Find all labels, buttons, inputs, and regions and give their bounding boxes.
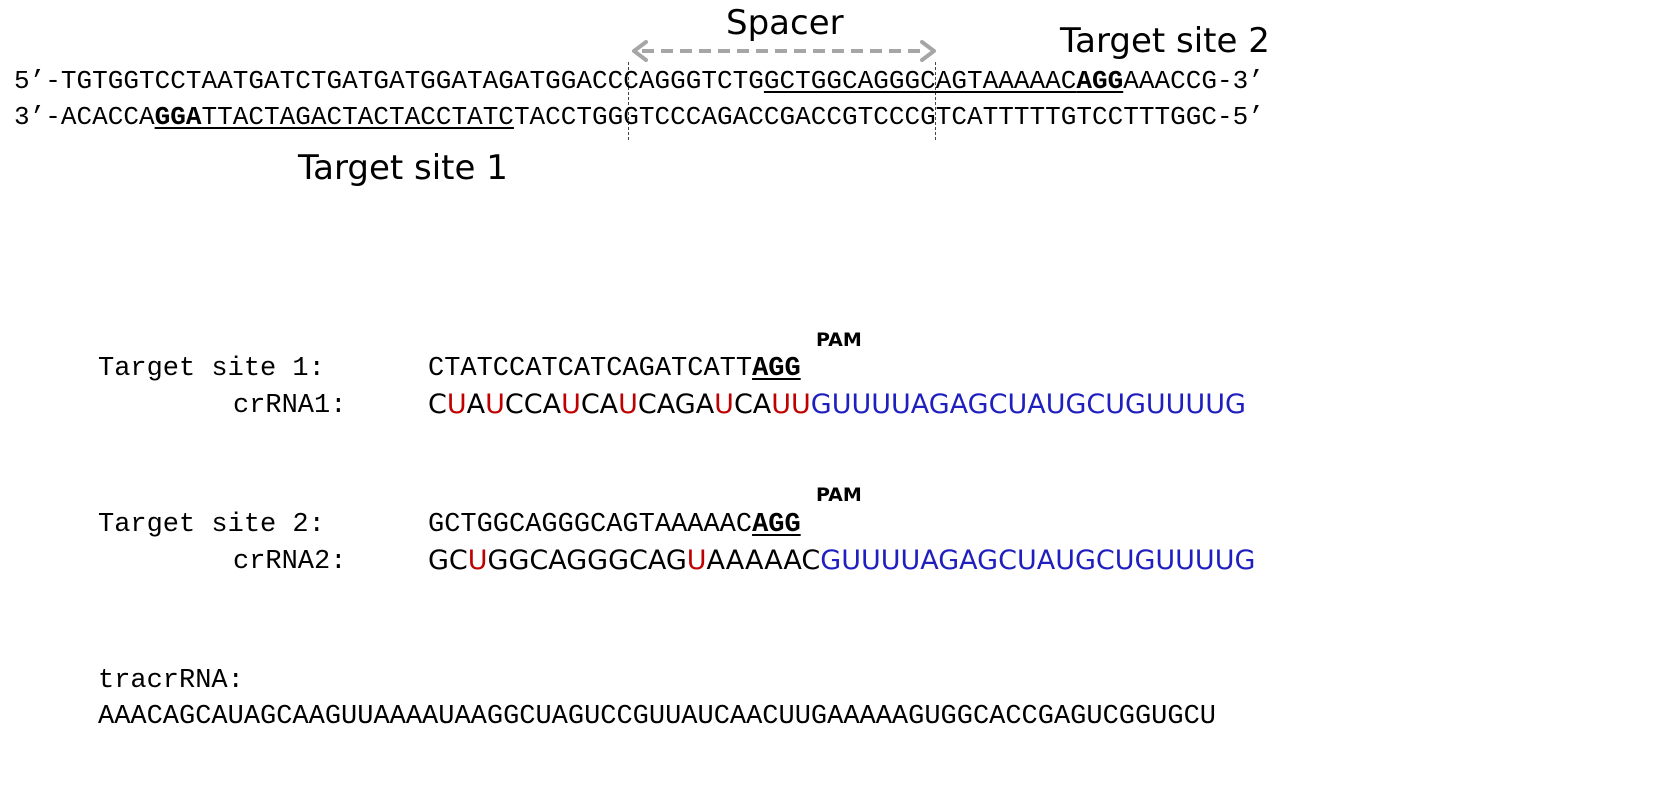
crrna2-segment-base: GC	[428, 545, 468, 576]
target-site-1-row: Target site 1:	[98, 356, 325, 383]
crrna2-segment-base: GGCAGGGCAG	[487, 545, 687, 576]
bottom-site1: GGATTACTAGACTACTACCTATC	[154, 102, 514, 132]
spacer-left-boundary	[628, 62, 629, 140]
crrna1-segment-mismatch-u: U	[561, 389, 581, 420]
top-site2: GCTGGCAGGGCAGTAAAAACAGG	[763, 66, 1124, 96]
pam-label-1: PAM	[816, 329, 862, 351]
tracrrna-label: tracrRNA:	[98, 666, 244, 696]
crrna1-label: crRNA1:	[233, 391, 347, 421]
spacer-label: Spacer	[726, 3, 844, 43]
top-spacer: ATGGACCCAGGGTCTG	[513, 66, 764, 96]
crrna1-segment-base: CAGA	[637, 389, 715, 420]
bottom-suffix: CGACCGTCCCGTCATTTTTGTCCTTTGGC-5’	[763, 102, 1264, 132]
target-site-1-pam: AGG	[752, 354, 801, 384]
crrna1-segment-base: CA	[580, 389, 619, 420]
target-site-2-row-label: Target site 2:	[98, 510, 325, 540]
crrna1-segment-base: CA	[733, 389, 772, 420]
crrna1-segment-base: CCA	[504, 389, 562, 420]
target-site-1-sequence: CTATCCATCATCAGATCATTAGG	[428, 354, 801, 384]
crrna2-sequence: GCUGGCAGGGCAGUAAAAACGUUUUAGAGCUAUGCUGUUU…	[428, 547, 1255, 574]
target-site-2-pam: AGG	[752, 510, 801, 540]
tracrrna-sequence: AAACAGCAUAGCAAGUUAAAAUAAGGCUAGUCCGUUAUCA…	[98, 702, 1216, 732]
target-site-1-label: Target site 1	[298, 148, 508, 188]
top-suffix: AAACCG-3’	[1123, 66, 1264, 96]
crrna1-segment-mismatch-u: U	[485, 389, 505, 420]
spacer-arrow	[632, 40, 936, 62]
crrna2-segment-mismatch-u: U	[686, 545, 707, 576]
crrna1-sequence: CUAUCCAUCAUCAGAUCAUUGUUUUAGAGCUAUGCUGUUU…	[428, 391, 1246, 418]
spacer-right-boundary	[935, 62, 936, 140]
crrna1-segment-base: A	[466, 389, 486, 420]
top-site2-pam: AGG	[1076, 66, 1124, 96]
crrna1-segment-mismatch-u: U	[618, 389, 638, 420]
target-site-1-row-label: Target site 1:	[98, 354, 325, 384]
crrna1-segment-base: C	[428, 389, 447, 420]
target-site-2-sequence: GCTGGCAGGGCAGTAAAAACAGG	[428, 510, 801, 540]
crrna2-segment-repeat: GUUUUAGAGCUAUGCUGUUUUG	[820, 545, 1256, 576]
crrna1-segment-mismatch-u: U	[714, 389, 734, 420]
bottom-spacer: TACCTGGGTCCCAGAC	[513, 102, 764, 132]
top-prefix: 5’-TGTGGTCCTAATGATCTGATGATGGATAG	[14, 66, 514, 96]
crrna1-segment-repeat: GUUUUAGAGCUAUGCUGUUUUG	[810, 389, 1246, 420]
crrna2-label: crRNA2:	[233, 547, 347, 577]
crrna1-segment-mismatch-u: U	[446, 389, 467, 420]
pam-label-2: PAM	[816, 484, 862, 506]
bottom-site1-pam: GGA	[154, 102, 202, 132]
crrna2-segment-mismatch-u: U	[467, 545, 488, 576]
dna-top-strand: 5’-TGTGGTCCTAATGATCTGATGATGGATAGATGGACCC…	[14, 68, 1264, 94]
bottom-prefix: 3’-ACACCA	[14, 102, 155, 132]
crrna2-segment-base: AAAAAC	[706, 545, 821, 576]
dna-bottom-strand: 3’-ACACCAGGATTACTAGACTACTACCTATCTACCTGGG…	[14, 104, 1264, 130]
target-site-2-label: Target site 2	[1060, 21, 1270, 61]
crrna1-segment-mismatch-u: UU	[771, 389, 811, 420]
